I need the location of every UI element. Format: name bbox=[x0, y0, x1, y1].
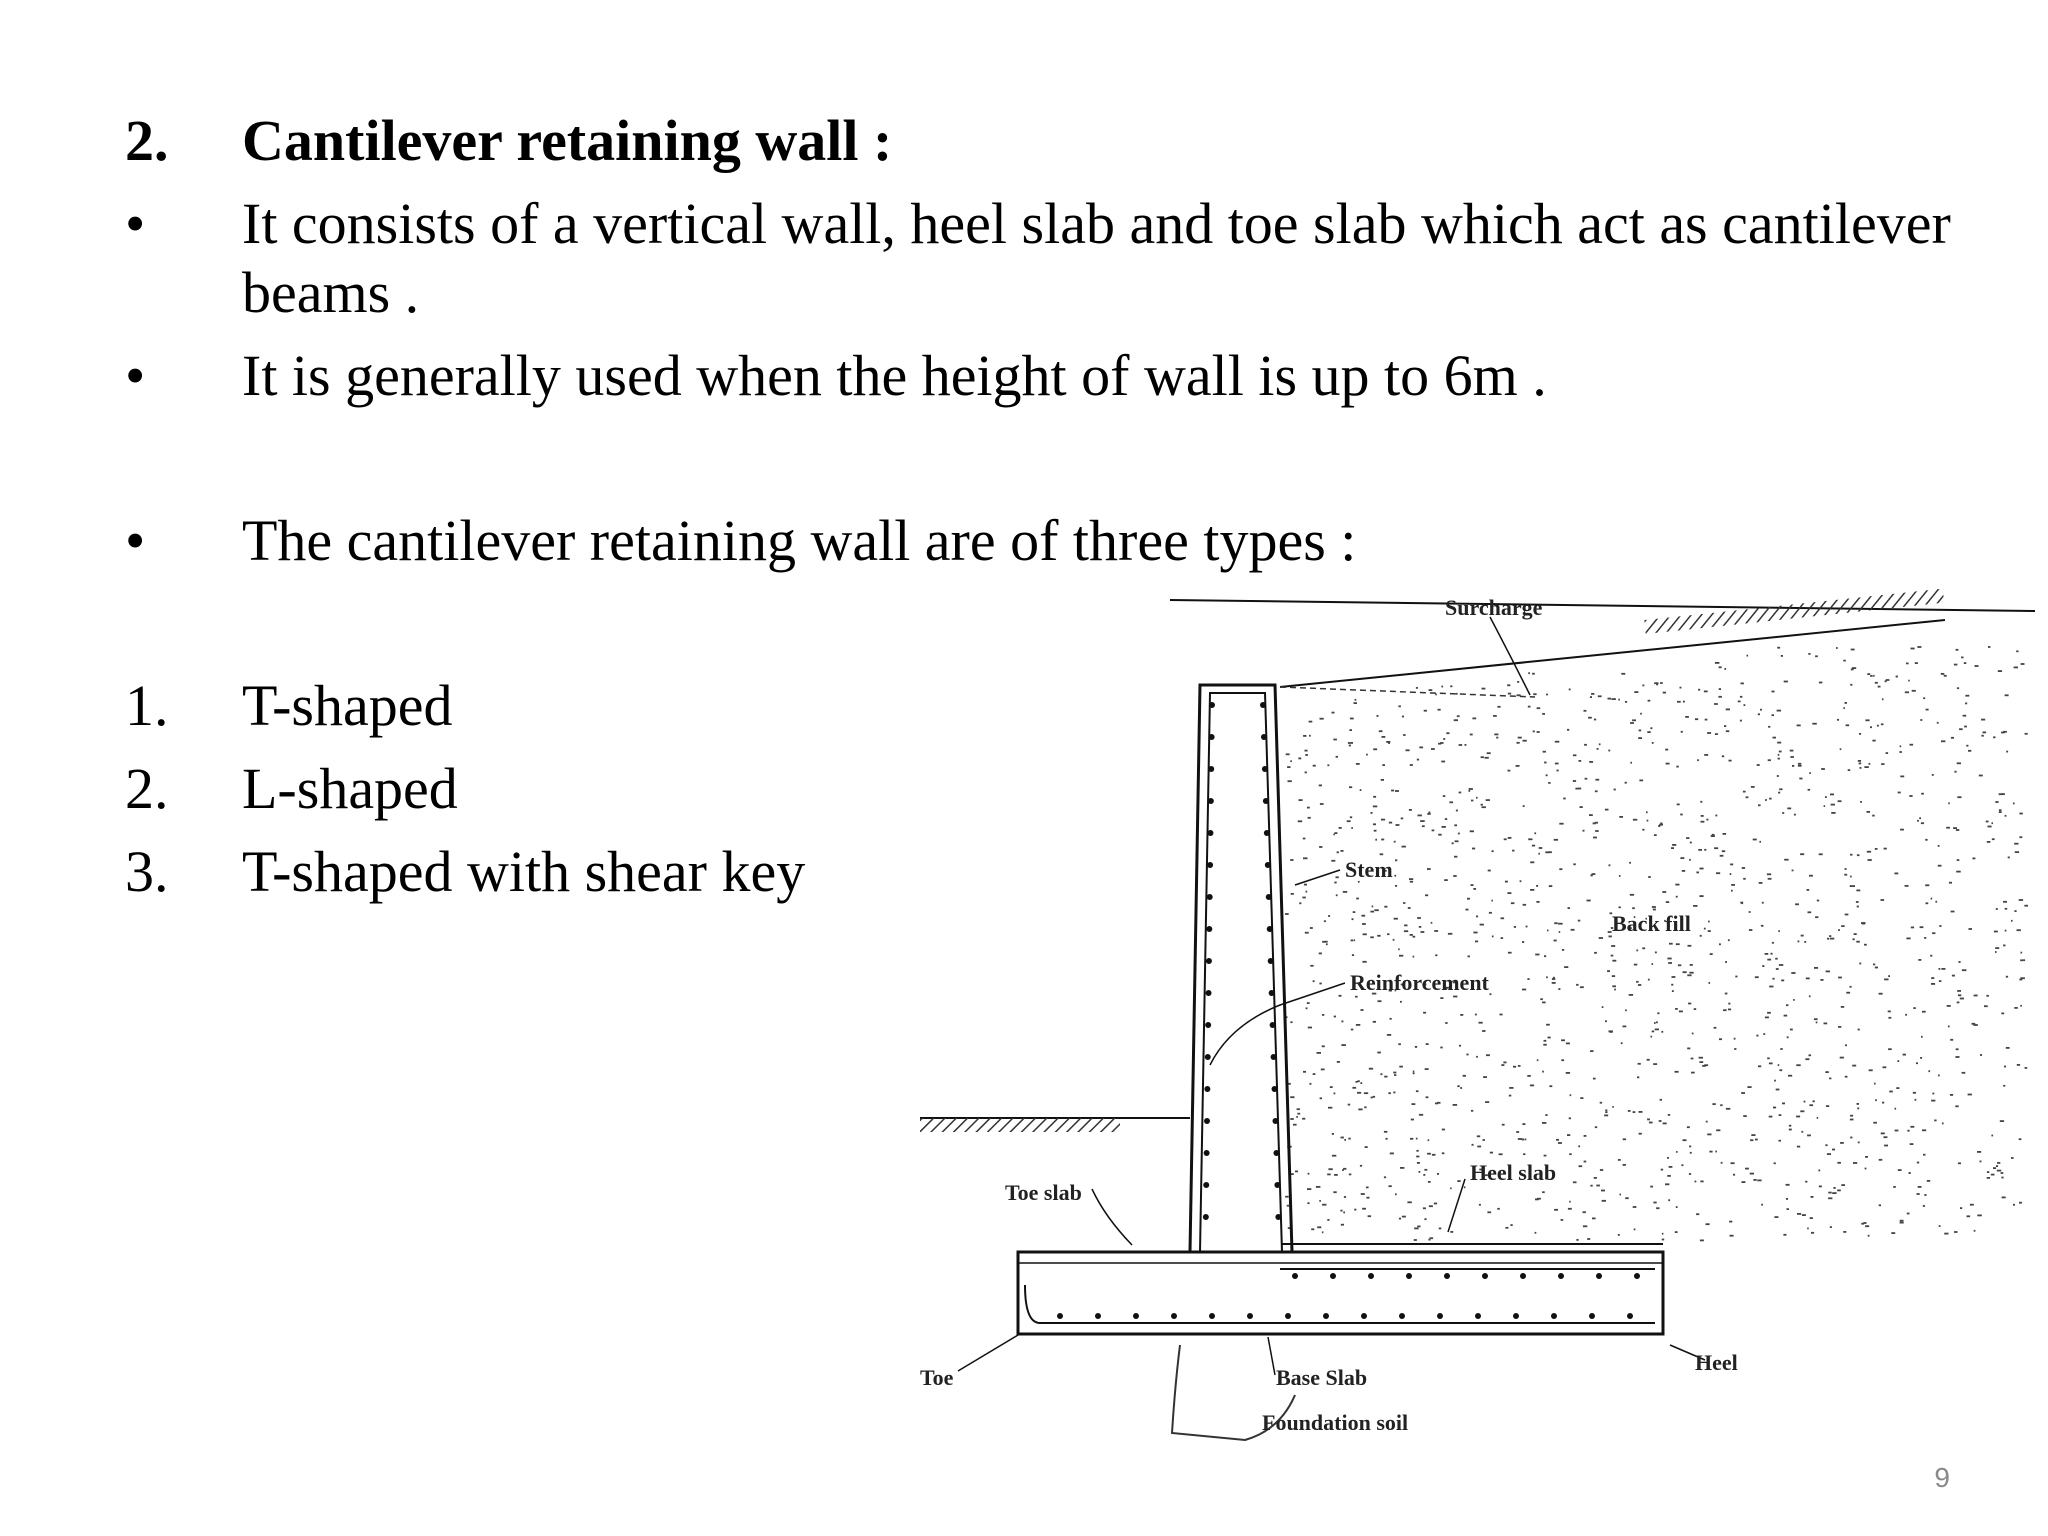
label-back-fill: Back fill bbox=[1612, 911, 1691, 936]
reinforcement-bar-dots bbox=[1057, 702, 1640, 1319]
type-1-label: T-shaped bbox=[242, 673, 453, 738]
label-toe-slab: Toe slab bbox=[1005, 1180, 1082, 1205]
label-foundation-soil: Foundation soil bbox=[1262, 1410, 1408, 1435]
toe-leader bbox=[957, 1334, 1019, 1372]
backfill-slope-line bbox=[1279, 619, 1946, 688]
bullet-1-line-1: It consists of a vertical wall, heel sla… bbox=[242, 191, 1951, 256]
type-2-number: 2. bbox=[125, 756, 169, 821]
label-reinforcement: Reinforcement bbox=[1350, 970, 1490, 995]
label-stem: Stem bbox=[1345, 857, 1393, 882]
base-slab-outline bbox=[1016, 1250, 1665, 1336]
surcharge-top-line bbox=[1169, 599, 2035, 612]
bullet-3-line-1: The cantilever retaining wall are of thr… bbox=[242, 508, 1357, 573]
surcharge-leader bbox=[1489, 616, 1531, 696]
bullet-1-line-2: beams . bbox=[242, 260, 420, 325]
reinforcement-leader bbox=[1209, 982, 1346, 1066]
foundation-soil-sketch bbox=[1170, 1344, 1296, 1442]
toe-slab-leader bbox=[1091, 1188, 1133, 1246]
cantilever-wall-diagram: Surcharge Stem Back fill Reinforcement T… bbox=[920, 588, 2035, 1442]
bullet-1-marker: • bbox=[125, 191, 146, 256]
label-surcharge: Surcharge bbox=[1445, 595, 1543, 620]
heading-title: Cantilever retaining wall : bbox=[242, 108, 893, 173]
type-2-label: L-shaped bbox=[242, 756, 458, 821]
label-toe: Toe bbox=[920, 1365, 954, 1390]
heel-leader bbox=[1669, 1344, 1706, 1361]
front-ground-hatch bbox=[920, 1118, 1120, 1132]
base-slab-leader bbox=[1267, 1336, 1276, 1376]
page-number: 9 bbox=[1934, 1462, 1950, 1493]
type-3-label: T-shaped with shear key bbox=[242, 839, 806, 904]
heel-slab-leader bbox=[1447, 1178, 1466, 1233]
base-reinforcement-bottom bbox=[1024, 1284, 1655, 1324]
bullet-3-marker: • bbox=[125, 508, 146, 573]
backfill-ground-hatch bbox=[1644, 588, 1945, 634]
label-heel-slab: Heel slab bbox=[1470, 1160, 1556, 1185]
bullet-2-line-1: It is generally used when the height of … bbox=[242, 343, 1547, 408]
surcharge-dashed-line bbox=[1279, 686, 1536, 698]
backfill-dots bbox=[1285, 646, 2028, 1242]
type-1-number: 1. bbox=[125, 673, 169, 738]
heading-number: 2. bbox=[125, 108, 169, 173]
stem-leader bbox=[1294, 869, 1341, 886]
type-3-number: 3. bbox=[125, 839, 169, 904]
bullet-2-marker: • bbox=[125, 343, 146, 408]
label-base-slab: Base Slab bbox=[1276, 1365, 1367, 1390]
label-heel: Heel bbox=[1695, 1350, 1738, 1375]
stem-inner-outline bbox=[1198, 692, 1284, 1253]
